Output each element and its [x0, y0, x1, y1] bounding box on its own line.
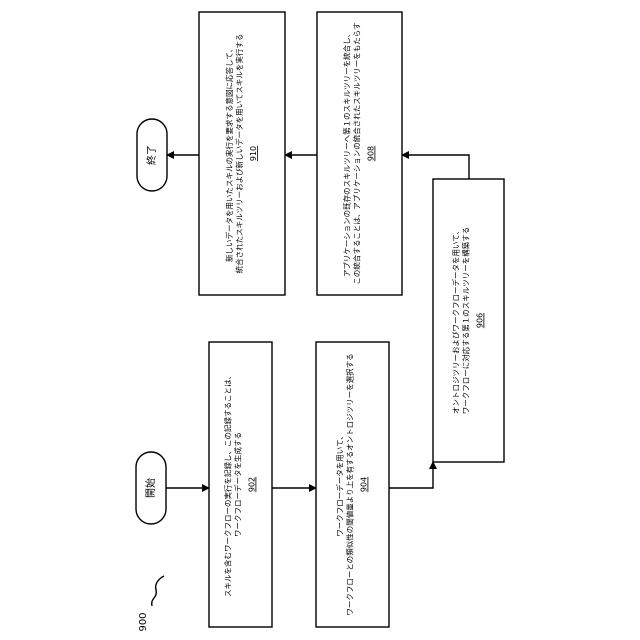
- step-908-line-1: アプリケーションの既存のスキルツリーへ第１のスキルツリーを統合し、: [342, 30, 352, 277]
- step-906-number: 906: [476, 313, 485, 328]
- start-label: 開始: [144, 478, 157, 498]
- step-904-line-1: ワークフローデータを用いて、: [335, 432, 345, 536]
- step-910-number: 910: [249, 146, 258, 161]
- step-906-line-2: ワークフローに対応する第１のスキルツリーを構築する: [461, 227, 471, 415]
- arrow-906-to-908: [402, 155, 469, 179]
- step-908-line-2: この統合することは、アプリケーションの統合されたスキルツリーをもたらす: [352, 22, 362, 284]
- arrow-904-to-906: [389, 462, 433, 488]
- step-910-line-1: 新しいデータを用いたスキルの実行を要求する意図に応答して、: [224, 45, 234, 262]
- step-904-line-2: ワークフローとの類似性の閾値量より上を有するオントロジツリーを選択する: [345, 353, 355, 615]
- step-902-number: 902: [248, 477, 257, 492]
- end-label: 終了: [145, 145, 158, 165]
- step-906-line-1: オントロジツリーおよびワークフローデータを用いて、: [451, 227, 461, 414]
- figure-label: 900: [138, 612, 149, 631]
- step-908-number: 908: [367, 146, 376, 161]
- step-910-line-2: 統合されたスキルツリーおよび新しいデータを用いてスキルを実行する: [234, 34, 244, 274]
- step-902-line-2: ワークフローデータを生成する: [233, 432, 243, 537]
- step-904-number: 904: [360, 477, 369, 492]
- figure-label-leader: [152, 576, 164, 606]
- step-902-line-1: スキルを含むワークフローの実行を記録し、この記録することは、: [223, 372, 233, 597]
